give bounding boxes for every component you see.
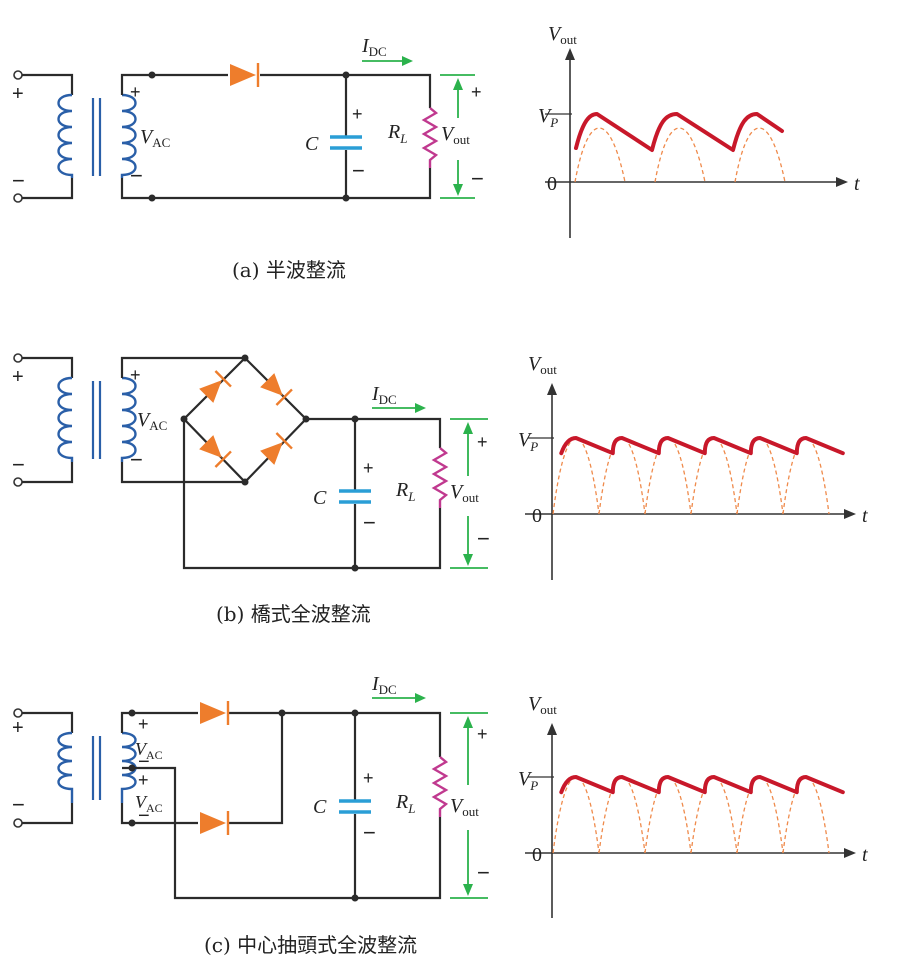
capacitor-plus-sign: + [352,104,363,124]
primary-coil [57,93,74,178]
input-terminal-top [13,70,23,80]
idc-label: IDC [371,383,397,407]
output-ripple-waveform [559,436,845,456]
half-wave-circuit: + − + − VAC [12,35,484,203]
input-terminal-top [13,708,23,718]
graph-vp-label: VP [518,768,538,793]
idc-label: IDC [361,35,387,59]
graph-zero-label: 0 [532,844,542,866]
graph-vp-label: VP [538,105,558,130]
panel-bridge: + − + − VAC [12,353,868,626]
capacitor-minus-sign: − [363,820,376,845]
graph-t-label: t [862,505,868,527]
graph-y-axis-label: Vout [528,693,557,717]
capacitor-label: C [305,133,319,155]
secondary-coil [120,731,137,803]
panel-half-wave: + − + − VAC [12,23,860,282]
lower-vac-label: VAC [135,792,163,815]
graph-zero-label: 0 [547,173,557,195]
lower-secondary-plus-sign: + [138,770,149,790]
upper-vac-label: VAC [135,739,163,762]
input-terminal-top [13,353,23,363]
panel-center-tap: + − + VAC − + VAC − [12,673,868,957]
vout-label: Vout [450,481,479,505]
rectified-sine-dashed [574,127,786,183]
capacitor [330,135,362,150]
load-resistor-label: RL [395,479,415,504]
diode-upper [200,701,230,725]
graph-t-label: t [854,173,860,195]
transformer [57,93,137,178]
graph-y-axis-label: Vout [548,23,577,47]
capacitor-plus-sign: + [363,768,374,788]
input-terminal-bottom [13,477,23,487]
input-terminal-bottom [13,193,23,203]
vout-plus-sign: + [477,724,488,744]
load-resistor [421,107,439,168]
capacitor-label: C [313,487,327,509]
vout-label: Vout [441,123,470,147]
secondary-minus-sign: − [130,447,143,472]
output-ripple-waveform [574,112,784,152]
capacitor-label: C [313,796,327,818]
graph-y-axis-label: Vout [528,353,557,377]
bridge-output-graph: Vout VP 0 t [518,353,868,580]
vout-label: Vout [450,795,479,819]
upper-secondary-plus-sign: + [138,714,149,734]
transformer [57,376,137,462]
graph-t-label: t [862,844,868,866]
graph-zero-label: 0 [532,505,542,527]
capacitor [339,489,371,504]
caption-bridge: (b) 橋式全波整流 [216,602,371,626]
vac-label: VAC [140,126,170,150]
load-resistor-label: RL [387,121,407,146]
capacitor-plus-sign: + [363,458,374,478]
diode-lower [200,811,230,835]
vout-indicator [440,74,475,199]
graph-vp-label: VP [518,429,538,454]
input-minus-sign: − [12,452,25,477]
input-plus-sign: + [12,366,24,388]
input-terminal-bottom [13,818,23,828]
input-minus-sign: − [12,168,25,193]
load-resistor [431,756,449,817]
capacitor [339,799,371,814]
idc-label: IDC [371,673,397,697]
capacitor-minus-sign: − [363,510,376,535]
caption-half-wave: (a) 半波整流 [232,258,346,282]
primary-coil [57,731,74,803]
output-ripple-waveform [559,775,845,795]
half-wave-output-graph: Vout VP 0 t [538,23,860,238]
load-resistor-label: RL [395,791,415,816]
secondary-coil [120,93,137,178]
center-tap-circuit: + − + VAC − + VAC − [12,673,490,902]
caption-center-tap: (c) 中心抽頭式全波整流 [204,933,417,957]
vout-indicator [450,712,488,899]
bridge-circuit: + − + − VAC [12,353,490,572]
input-plus-sign: + [12,83,24,105]
vout-minus-sign: − [471,166,484,191]
input-minus-sign: − [12,792,25,817]
secondary-minus-sign: − [130,163,143,188]
secondary-plus-sign: + [130,365,141,385]
diode [230,63,260,87]
vout-plus-sign: + [471,82,482,102]
primary-coil [57,376,74,462]
secondary-plus-sign: + [130,82,141,102]
vac-label: VAC [137,409,167,433]
center-tap-transformer [57,731,137,803]
lower-secondary-minus-sign: − [138,805,150,827]
vout-indicator [450,418,488,569]
input-plus-sign: + [12,717,24,739]
secondary-coil [120,376,137,462]
vout-minus-sign: − [477,526,490,551]
capacitor-minus-sign: − [352,158,365,183]
vout-plus-sign: + [477,432,488,452]
upper-secondary-minus-sign: − [138,751,150,773]
load-resistor [431,447,449,508]
bridge-diodes [199,370,293,468]
center-tap-output-graph: Vout VP 0 t [518,693,868,918]
vout-minus-sign: − [477,860,490,885]
